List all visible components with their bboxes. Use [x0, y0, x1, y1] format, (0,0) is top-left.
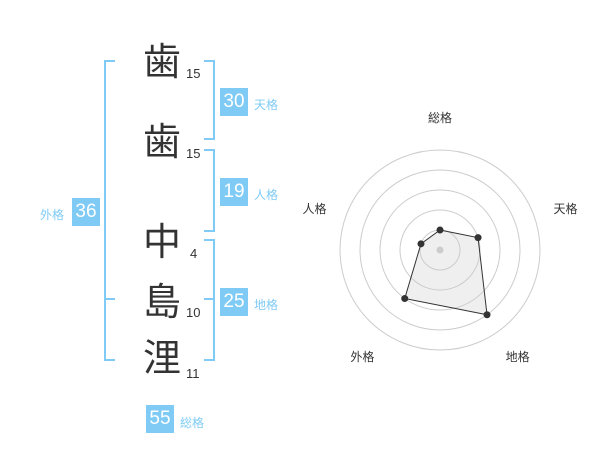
stroke-count: 15 [186, 66, 201, 81]
radar-axis-label: 天格 [554, 201, 578, 216]
radar-outline [404, 229, 488, 316]
tenkaku-value: 30 [220, 88, 248, 116]
soukaku-label: 総格 [180, 416, 205, 430]
radar-ring [379, 189, 501, 311]
tenkaku-bracket [204, 60, 215, 140]
jinkaku-bracket [204, 149, 215, 232]
soukaku-value: 55 [146, 405, 174, 433]
chikaku-bracket [204, 239, 215, 361]
jinkaku-label: 人格 [254, 188, 279, 202]
radar-point [436, 226, 444, 234]
radar-point [401, 295, 409, 303]
gaikaku-label: 外格 [40, 208, 65, 222]
radar-axis-label: 人格 [302, 201, 326, 216]
name-char-5: 浬 [142, 336, 181, 380]
gaikaku-bracket [104, 60, 115, 361]
radar-point [483, 311, 491, 319]
radar-area [404, 230, 488, 315]
radar-axis-label: 地格 [506, 349, 530, 364]
stroke-count: 11 [186, 366, 200, 381]
radar-axis-label: 外格 [350, 349, 374, 364]
radar-axis-label: 総格 [428, 110, 452, 125]
stroke-count: 4 [190, 246, 198, 261]
tenkaku-label: 天格 [254, 98, 279, 112]
gaikaku-bracket-tick [104, 298, 115, 300]
radar-point [417, 240, 425, 248]
chikaku-label: 地格 [254, 298, 279, 312]
radar-center-dot [436, 246, 444, 254]
name-char-2: 歯 [142, 120, 181, 164]
stroke-count: 10 [186, 305, 201, 320]
chikaku-value: 25 [220, 288, 248, 316]
radar-ring [359, 169, 521, 331]
name-char-4: 島 [142, 280, 181, 324]
gaikaku-value: 36 [72, 198, 100, 226]
jinkaku-value: 19 [220, 178, 248, 206]
radar-ring [339, 149, 541, 351]
chikaku-bracket-tick [204, 298, 214, 300]
radar-ring [399, 209, 481, 291]
name-char-1: 歯 [142, 40, 181, 84]
stroke-count: 15 [186, 146, 201, 161]
name-char-3: 中 [142, 220, 181, 264]
radar-point [474, 234, 482, 242]
